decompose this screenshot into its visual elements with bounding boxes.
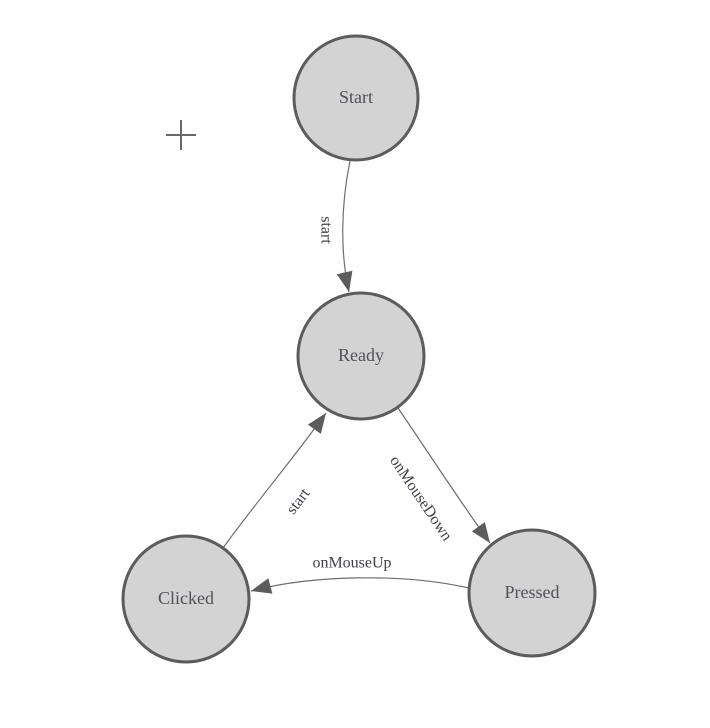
edge-start-to-ready[interactable]: start <box>317 160 353 293</box>
edge-pressed-to-clicked[interactable]: onMouseUp <box>250 555 470 594</box>
node-circle-start[interactable] <box>292 34 420 162</box>
node-pressed[interactable]: Pressed <box>467 528 597 658</box>
edge-line-pressed-to-clicked[interactable] <box>250 577 470 594</box>
node-circle-pressed[interactable] <box>467 528 597 658</box>
node-circle-ready[interactable] <box>296 291 426 421</box>
node-ready[interactable]: Ready <box>296 291 426 421</box>
node-label-clicked: Clicked <box>158 588 214 608</box>
edge-ready-to-pressed[interactable]: onMouseDown <box>386 407 491 544</box>
edge-clicked-to-ready[interactable]: start <box>222 412 327 549</box>
node-start[interactable]: Start <box>292 34 420 162</box>
edge-label-ready-to-pressed[interactable]: onMouseDown <box>386 453 455 544</box>
edge-line-clicked-to-ready[interactable] <box>222 412 327 549</box>
node-label-pressed: Pressed <box>505 582 560 602</box>
edge-label-clicked-to-ready[interactable]: start <box>283 485 313 518</box>
overlay-layer <box>166 120 196 150</box>
edge-label-pressed-to-clicked[interactable]: onMouseUp <box>312 555 391 572</box>
edge-line-start-to-ready[interactable] <box>336 160 353 293</box>
add-node-plus-icon[interactable] <box>166 120 196 150</box>
node-clicked[interactable]: Clicked <box>121 534 251 664</box>
edge-line-ready-to-pressed[interactable] <box>397 407 491 544</box>
node-label-ready: Ready <box>338 345 384 365</box>
node-circle-clicked[interactable] <box>121 534 251 664</box>
node-label-start: Start <box>339 87 373 107</box>
edge-label-start-to-ready[interactable]: start <box>317 216 334 244</box>
